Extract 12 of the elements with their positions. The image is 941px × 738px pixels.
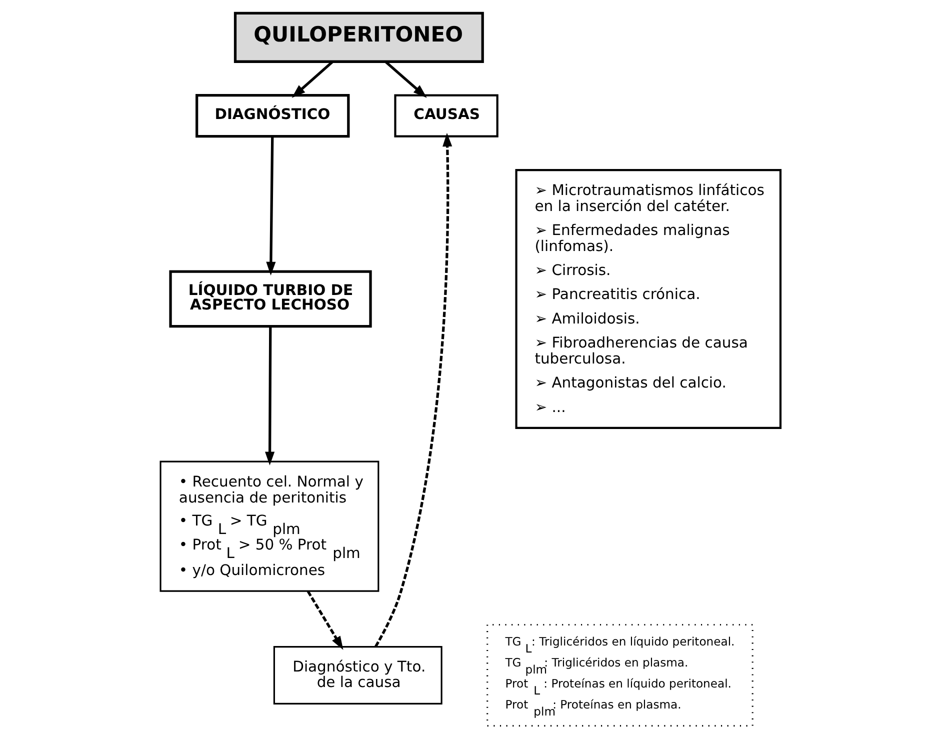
arrow <box>384 60 427 98</box>
arrow <box>292 60 334 98</box>
node-box: Diagnóstico y Tto. de la causa <box>273 646 442 704</box>
node-box: DIAGNÓSTICO <box>196 94 350 138</box>
node-box: ➢ Microtraumatismos linfáticos en la inserción del catéter. ➢ Enfermedades malignas (linfomas). ➢ Cirrosis. ➢ Pancreatitis crónica. ➢ Amiloidosis. ➢ Fibroadherencias de causa tuberculosa. ➢ Antagonistas del calcio. ➢ ... <box>515 168 782 428</box>
node-box: CAUSAS <box>394 94 498 137</box>
arrow <box>266 136 276 275</box>
arrow <box>306 590 344 650</box>
node-box: QUILOPERITONEO <box>234 11 484 62</box>
arrow <box>374 132 452 647</box>
node-box: LÍQUIDO TURBIO DE ASPECTO LECHOSO <box>169 270 372 328</box>
arrow <box>265 326 275 465</box>
